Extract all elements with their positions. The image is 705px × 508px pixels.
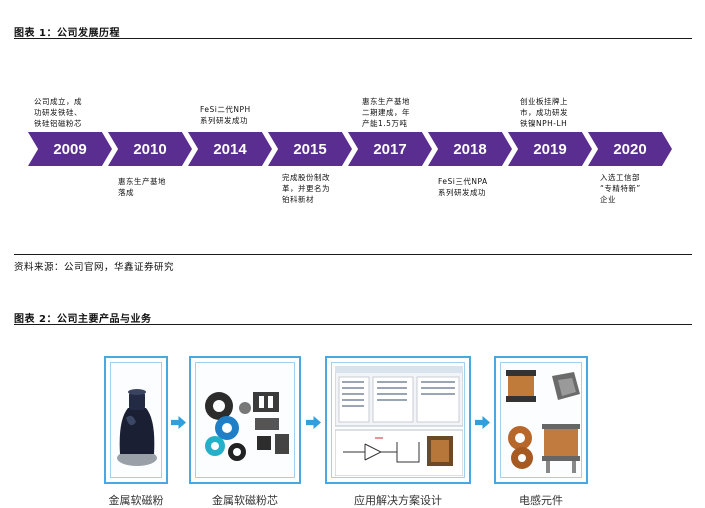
note-2010: 惠东生产基地 落成 bbox=[118, 177, 166, 197]
caption-inductor-components: 电感元件 bbox=[519, 494, 563, 507]
magnetic-cores-image bbox=[205, 392, 289, 461]
caption-soft-magnetic-powder: 金属软磁粉 bbox=[108, 494, 164, 507]
caption-soft-magnetic-cores: 金属软磁粉芯 bbox=[212, 494, 278, 507]
software-screenshot-image bbox=[335, 366, 463, 476]
year-arrow-2019: 2019 bbox=[508, 132, 592, 166]
note-2014: FeSi二代NPH 系列研发成功 bbox=[200, 105, 251, 125]
year-arrow-2015: 2015 bbox=[268, 132, 352, 166]
note-2017: 惠东生产基地 二期建成，年 产能1.5万吨 bbox=[362, 97, 410, 128]
figure2-top-rule bbox=[14, 324, 692, 325]
flow-arrow-icon-1 bbox=[171, 416, 186, 429]
figure1-title: 图表 1：公司发展历程 bbox=[14, 28, 120, 39]
figure1-bottom-rule bbox=[14, 254, 692, 255]
panel-solution-design bbox=[325, 356, 471, 484]
year-arrow-2017: 2017 bbox=[348, 132, 432, 166]
year-arrow-2018: 2018 bbox=[428, 132, 512, 166]
year-arrow-2020: 2020 bbox=[588, 132, 672, 166]
note-2009: 公司成立，成 功研发铁硅、 铁硅铝磁粉芯 bbox=[34, 97, 82, 128]
inductors-image bbox=[506, 370, 580, 473]
panel-soft-magnetic-powder bbox=[104, 356, 168, 484]
panel-soft-magnetic-cores bbox=[189, 356, 301, 484]
flow-arrow-icon-3 bbox=[475, 416, 490, 429]
note-2019: 创业板挂牌上 市，成功研发 铁镍NPH-LH bbox=[520, 97, 568, 128]
year-arrow-2010: 2010 bbox=[108, 132, 192, 166]
note-2020: 入选工信部 “专精特新” 企业 bbox=[600, 173, 641, 204]
figure2-title: 图表 2：公司主要产品与业务 bbox=[14, 314, 152, 325]
figure1-top-rule bbox=[14, 38, 692, 39]
caption-solution-design: 应用解决方案设计 bbox=[354, 494, 442, 507]
note-2015: 完成股份制改 革，并更名为 铂科新材 bbox=[282, 173, 330, 204]
year-arrow-2014: 2014 bbox=[188, 132, 272, 166]
year-arrow-2009: 2009 bbox=[28, 132, 112, 166]
note-2018: FeSi三代NPA 系列研发成功 bbox=[438, 177, 488, 197]
figure1-source: 资料来源：公司官网，华鑫证券研究 bbox=[14, 262, 175, 273]
powder-jar-image bbox=[117, 389, 157, 466]
panel-inductor-components bbox=[494, 356, 588, 484]
timeline-bar: 2009 2010 2014 2015 2017 2018 2019 2020 bbox=[28, 132, 688, 166]
flow-arrow-icon-2 bbox=[306, 416, 321, 429]
